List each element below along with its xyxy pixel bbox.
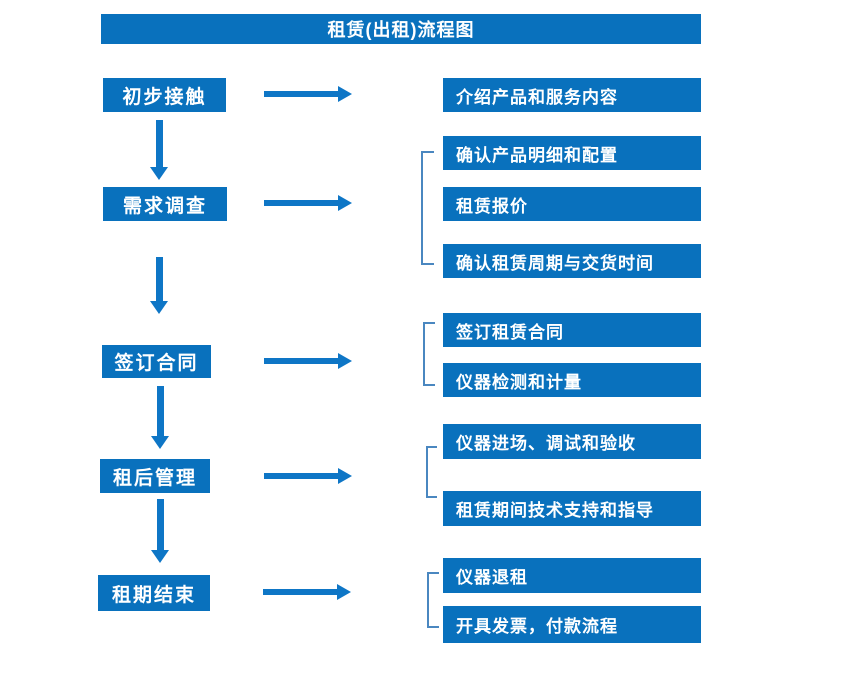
step-rental-end: 租期结束 (98, 575, 210, 611)
output-box-instrument-testing: 仪器检测和计量 (443, 363, 701, 397)
step-sign-contract: 签订合同 (102, 345, 211, 378)
right-arrow-shaft (264, 358, 338, 364)
group-bracket (426, 446, 437, 498)
output-box-sign-rental-contract: 签订租赁合同 (443, 313, 701, 347)
step-demand-survey: 需求调查 (103, 187, 227, 221)
down-arrow-head (151, 550, 169, 563)
output-box-invoice-payment: 开具发票，付款流程 (443, 606, 701, 643)
right-arrow-head (338, 195, 352, 211)
group-bracket (423, 322, 435, 386)
down-arrow-shaft (155, 257, 163, 301)
right-arrow-shaft (264, 91, 338, 97)
down-arrow-head (150, 301, 168, 314)
down-arrow-icon (151, 386, 169, 449)
output-box-tech-support: 租赁期间技术支持和指导 (443, 491, 701, 526)
down-arrow-shaft (156, 386, 164, 436)
step-post-rental-management: 租后管理 (100, 459, 210, 493)
output-box-intro-products: 介绍产品和服务内容 (443, 78, 701, 112)
output-box-rental-quote: 租赁报价 (443, 187, 701, 221)
right-arrow-icon (264, 195, 352, 211)
down-arrow-icon (150, 120, 168, 180)
down-arrow-shaft (155, 120, 163, 167)
right-arrow-shaft (263, 589, 337, 595)
down-arrow-head (150, 167, 168, 180)
right-arrow-icon (263, 584, 351, 600)
right-arrow-shaft (264, 200, 338, 206)
right-arrow-shaft (264, 473, 338, 479)
output-box-instrument-setup: 仪器进场、调试和验收 (443, 424, 701, 459)
right-arrow-head (338, 468, 352, 484)
right-arrow-icon (264, 468, 352, 484)
down-arrow-shaft (156, 499, 164, 550)
right-arrow-icon (264, 353, 352, 369)
group-bracket (421, 151, 434, 265)
down-arrow-icon (150, 257, 168, 314)
output-box-instrument-return: 仪器退租 (443, 558, 701, 593)
right-arrow-head (337, 584, 351, 600)
down-arrow-head (151, 436, 169, 449)
flowchart-title: 租赁(出租)流程图 (101, 14, 701, 44)
right-arrow-icon (264, 86, 352, 102)
group-bracket (427, 572, 439, 628)
step-initial-contact: 初步接触 (103, 78, 226, 112)
right-arrow-head (338, 86, 352, 102)
down-arrow-icon (151, 499, 169, 563)
output-box-confirm-details: 确认产品明细和配置 (443, 136, 701, 170)
right-arrow-head (338, 353, 352, 369)
output-box-confirm-period: 确认租赁周期与交货时间 (443, 244, 701, 278)
